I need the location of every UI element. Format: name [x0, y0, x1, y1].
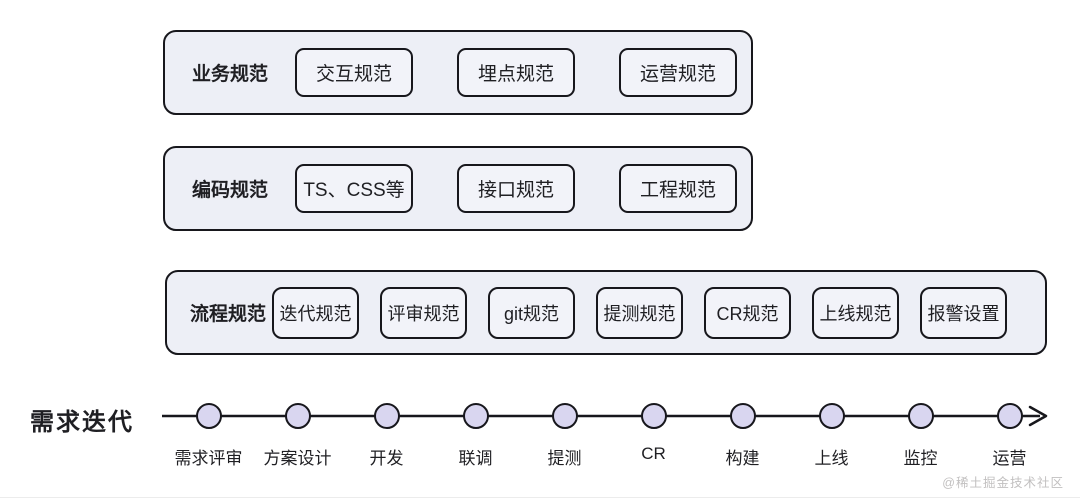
spec-item-box: TS、CSS等 [295, 164, 413, 213]
timeline-stage: 上线 [787, 403, 876, 469]
stage-label: 运营 [992, 449, 1027, 468]
timeline-stage: CR [609, 403, 698, 469]
spec-item-box: 上线规范 [812, 286, 899, 339]
stage-dot-icon [284, 403, 311, 429]
spec-item-box: 提测规范 [596, 286, 683, 339]
timeline-stage: 提测 [520, 403, 609, 469]
stage-label: 联调 [458, 449, 493, 468]
spec-item-box: 交互规范 [295, 48, 413, 97]
watermark: @稀土掘金技术社区 [942, 476, 1064, 490]
section-coding-specs: 编码规范 TS、CSS等接口规范工程规范 [163, 146, 753, 231]
stage-dot-icon [729, 403, 756, 429]
timeline-title: 需求迭代 [30, 409, 134, 436]
stage-dot-icon [551, 403, 578, 429]
stage-dot-icon [195, 403, 222, 429]
section-coding-items: TS、CSS等接口规范工程规范 [295, 164, 737, 213]
spec-item-box: 迭代规范 [272, 286, 359, 339]
section-business-label: 业务规范 [192, 64, 269, 85]
section-business-specs: 业务规范 交互规范埋点规范运营规范 [163, 30, 753, 115]
timeline-stage: 监控 [876, 403, 965, 469]
timeline-stage: 构建 [698, 403, 787, 469]
stage-label: 开发 [369, 449, 404, 468]
stage-label: CR [641, 444, 666, 463]
stage-label: 需求评审 [174, 449, 243, 468]
spec-item-box: 运营规范 [619, 48, 737, 97]
section-process-items: 迭代规范评审规范 git规范提测规范 CR规范上线规范报警设置 [272, 286, 1007, 339]
timeline-stage: 需求评审 [164, 403, 253, 469]
timeline-stage: 联调 [431, 403, 520, 469]
spec-item-box: 评审规范 [380, 286, 467, 339]
section-business-items: 交互规范埋点规范运营规范 [295, 48, 737, 97]
stage-label: 提测 [547, 449, 582, 468]
spec-item-box: 埋点规范 [457, 48, 575, 97]
timeline-stage: 开发 [342, 403, 431, 469]
stage-dot-icon [818, 403, 845, 429]
stage-dot-icon [996, 403, 1023, 429]
stage-dot-icon [640, 403, 667, 429]
spec-item-box: 接口规范 [457, 164, 575, 213]
stage-dot-icon [373, 403, 400, 429]
stage-dot-icon [462, 403, 489, 429]
spec-item-box: git规范 [488, 286, 575, 339]
stage-label: 方案设计 [263, 449, 332, 468]
stage-dot-icon [907, 403, 934, 429]
spec-item-box: 报警设置 [920, 286, 1007, 339]
timeline-stage: 运营 [965, 403, 1054, 469]
stage-label: 上线 [814, 449, 849, 468]
timeline-stage: 方案设计 [253, 403, 342, 469]
spec-item-box: 工程规范 [619, 164, 737, 213]
timeline-stages: 需求评审 方案设计 开发 联调 提测 CR 构建 上线 监控 运营 [164, 403, 1054, 469]
section-process-specs: 流程规范 迭代规范评审规范 git规范提测规范 CR规范上线规范报警设置 [165, 270, 1047, 355]
section-coding-label: 编码规范 [192, 180, 269, 201]
section-process-label: 流程规范 [190, 304, 267, 325]
spec-item-box: CR规范 [704, 286, 791, 339]
stage-label: 构建 [725, 449, 760, 468]
stage-label: 监控 [903, 449, 938, 468]
